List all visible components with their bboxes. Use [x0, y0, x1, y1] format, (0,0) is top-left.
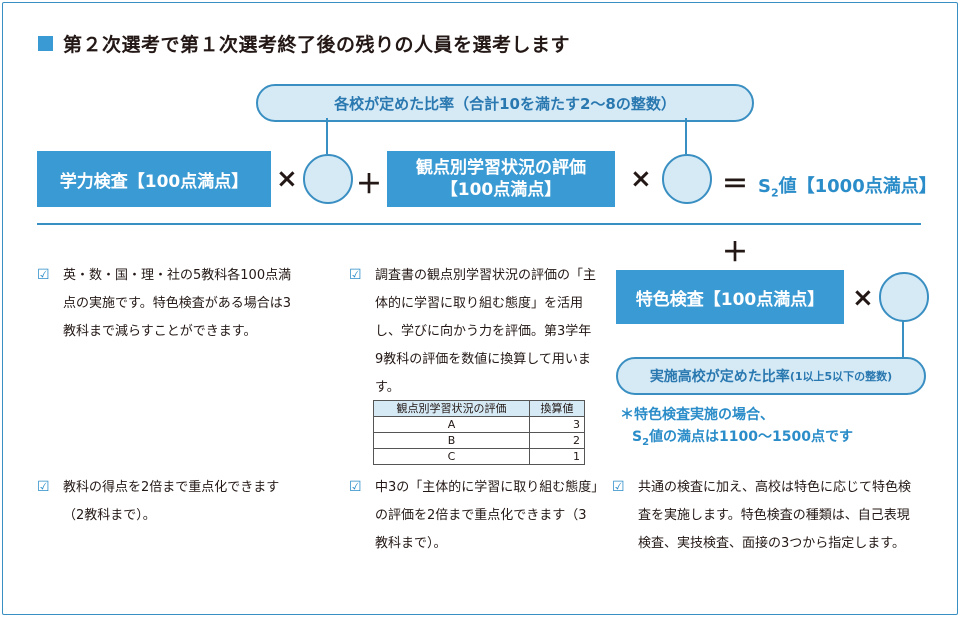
- table-cell: 1: [528, 448, 586, 465]
- note-suffix: 値の満点は1100〜1500点です: [649, 429, 853, 445]
- special-test-label: 特色検査【100点満点】: [635, 289, 825, 310]
- table-cell: B: [373, 432, 530, 449]
- plus-2: ＋: [722, 238, 749, 268]
- connector-special: [902, 320, 904, 358]
- checkbox-icon: ☑: [37, 267, 50, 283]
- s2-total: S2値【1000点満点】: [758, 172, 937, 200]
- checkbox-icon: ☑: [612, 479, 625, 495]
- page-title: 第２次選考で第１次選考終了後の残りの人員を選考します: [38, 30, 570, 57]
- col2-text-b: 中3の「主体的に学習に取り組む態度」の評価を2倍まで重点化できます（3教科まで）…: [375, 480, 598, 551]
- ratio-circle-1: [303, 154, 353, 204]
- ratio-circle-2: [662, 154, 712, 204]
- s2-prefix: S: [758, 176, 771, 197]
- table-row: C 1: [373, 448, 586, 465]
- ratio-pill-label: 各校が定めた比率（合計10を満たす2〜8の整数）: [334, 94, 676, 113]
- equals: ＝: [722, 170, 749, 200]
- ratio-circle-3: [879, 272, 929, 322]
- checkbox-icon: ☑: [349, 479, 362, 495]
- col3-text-b: 共通の検査に加え、高校は特色に応じて特色検査を実施します。特色検査の種類は、自己…: [638, 480, 912, 551]
- ratio-pill: 各校が定めた比率（合計10を満たす2〜8の整数）: [256, 84, 754, 122]
- col2-item-b: ☑ 中3の「主体的に学習に取り組む態度」の評価を2倍まで重点化できます（3教科ま…: [349, 474, 599, 558]
- col2-text-a: 調査書の観点別学習状況の評価の「主体的に学習に取り組む態度」を活用し、学びに向か…: [375, 268, 597, 395]
- divider: [37, 223, 921, 225]
- times-3: ×: [852, 283, 874, 313]
- col2-item-a: ☑ 調査書の観点別学習状況の評価の「主体的に学習に取り組む態度」を活用し、学びに…: [349, 262, 599, 402]
- checkbox-icon: ☑: [349, 267, 362, 283]
- table-header: 観点別学習状況の評価: [373, 400, 530, 417]
- special-ratio-main: 実施高校が定めた比率: [649, 369, 790, 385]
- col1-item-b: ☑ 教科の得点を2倍まで重点化できます（2教科まで）。: [37, 474, 299, 530]
- note-prefix: S: [632, 429, 643, 445]
- title-text: 第２次選考で第１次選考終了後の残りの人員を選考します: [63, 34, 571, 56]
- table-cell: C: [373, 448, 530, 465]
- table-header: 換算値: [528, 400, 586, 417]
- table-row: A 3: [373, 416, 586, 433]
- table-cell: 2: [528, 432, 586, 449]
- table-row: B 2: [373, 432, 586, 449]
- note-line-2: S2値の満点は1100〜1500点です: [620, 426, 853, 454]
- title-square-icon: [38, 36, 53, 51]
- s2-sub: 2: [770, 186, 779, 200]
- special-ratio-small: (1以上5以下の整数): [789, 370, 893, 383]
- evaluation-box: 観点別学習状況の評価 【100点満点】: [387, 151, 615, 207]
- note-sub: 2: [642, 436, 650, 448]
- table-header-row: 観点別学習状況の評価 換算値: [373, 400, 586, 417]
- plus-1: ＋: [356, 170, 383, 200]
- note-line-1: ＊特色検査実施の場合、: [620, 407, 774, 423]
- academic-test-box: 学力検査【100点満点】: [37, 151, 271, 207]
- col1-text-a: 英・数・国・理・社の5教科各100点満点の実施です。特色検査がある場合は3教科ま…: [63, 268, 292, 339]
- conversion-table: 観点別学習状況の評価 換算値 A 3 B 2 C 1: [373, 400, 586, 465]
- evaluation-label-2: 【100点満点】: [440, 180, 562, 200]
- note: ＊特色検査実施の場合、 S2値の満点は1100〜1500点です: [620, 404, 853, 454]
- special-test-box: 特色検査【100点満点】: [616, 270, 844, 324]
- times-1: ×: [276, 164, 298, 194]
- col3-item-b: ☑ 共通の検査に加え、高校は特色に応じて特色検査を実施します。特色検査の種類は、…: [612, 474, 912, 558]
- times-2: ×: [630, 164, 652, 194]
- connector-left: [326, 118, 328, 154]
- evaluation-label-1: 観点別学習状況の評価: [416, 158, 586, 178]
- col1-item-a: ☑ 英・数・国・理・社の5教科各100点満点の実施です。特色検査がある場合は3教…: [37, 262, 299, 346]
- col1-text-b: 教科の得点を2倍まで重点化できます（2教科まで）。: [63, 480, 280, 523]
- checkbox-icon: ☑: [37, 479, 50, 495]
- table-cell: 3: [528, 416, 586, 433]
- connector-right: [685, 118, 687, 154]
- special-ratio-pill: 実施高校が定めた比率(1以上5以下の整数): [616, 357, 926, 395]
- table-cell: A: [373, 416, 530, 433]
- academic-test-label: 学力検査【100点満点】: [59, 171, 249, 192]
- s2-suffix: 値【1000点満点】: [778, 176, 937, 197]
